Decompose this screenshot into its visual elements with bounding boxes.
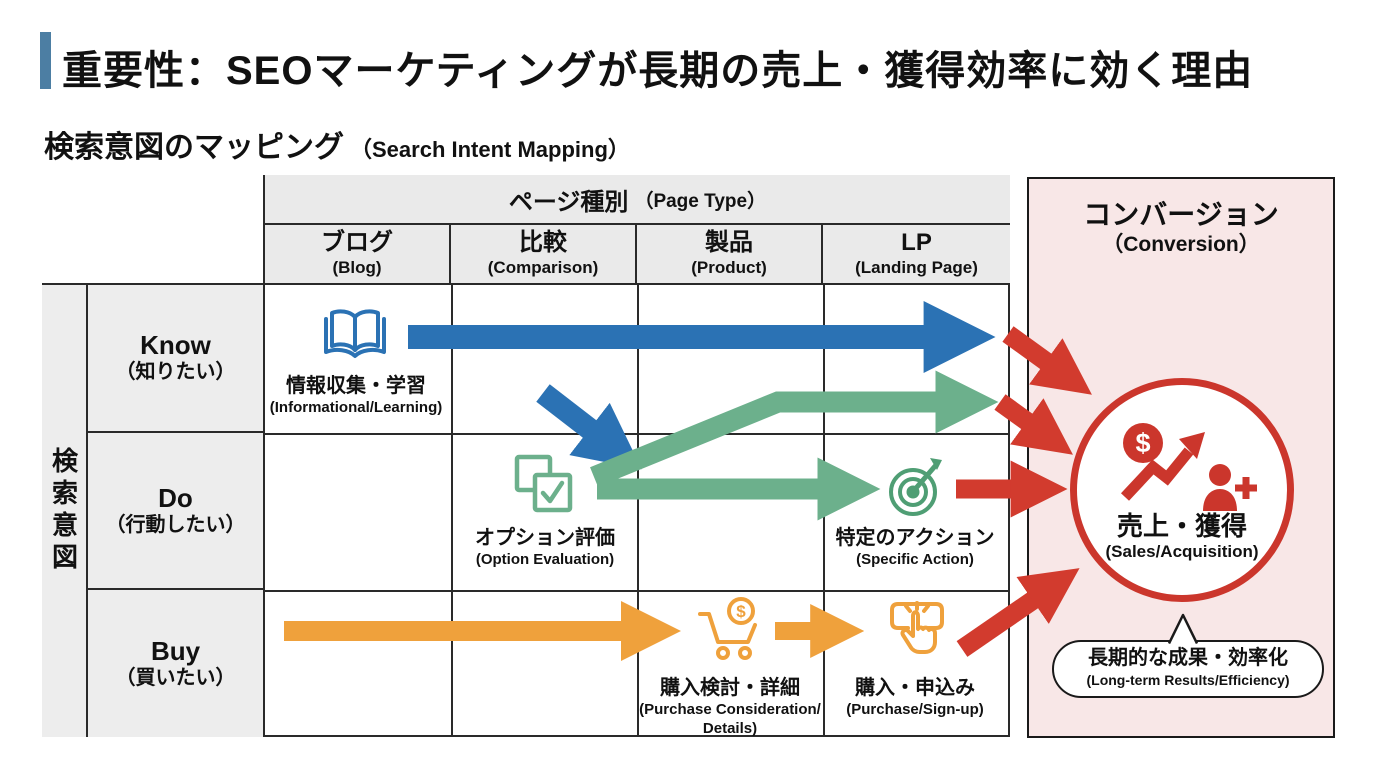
corner-cell bbox=[42, 175, 265, 285]
col-product-en: (Product) bbox=[691, 258, 767, 277]
col-blog-en: (Blog) bbox=[332, 258, 382, 277]
dollar-coin-icon bbox=[1123, 423, 1163, 463]
row-do-jp: （行動したい） bbox=[105, 513, 246, 536]
node-action-en: (Specific Action) bbox=[856, 551, 974, 568]
node-informational-jp: 情報収集・学習 bbox=[286, 375, 426, 397]
bubble-pointer bbox=[1168, 613, 1198, 644]
col-blog-jp: ブログ bbox=[321, 229, 393, 256]
conversion-title-jp: コンバージョン bbox=[1083, 199, 1279, 230]
page-type-jp: ページ種別 bbox=[508, 188, 629, 216]
node-informational: 情報収集・学習 (Informational/Learning) bbox=[246, 374, 466, 417]
node-option-jp: オプション評価 bbox=[475, 527, 615, 549]
col-comparison-en: (Comparison) bbox=[487, 258, 599, 277]
long-term-bubble-text: 長期的な成果・効率化 (Long-term Results/Efficiency… bbox=[1052, 646, 1324, 690]
node-action-jp: 特定のアクション bbox=[835, 527, 995, 549]
node-purchase-signup: 購入・申込み (Purchase/Sign-up) bbox=[820, 676, 1010, 719]
goal-jp: 売上・獲得 bbox=[1116, 511, 1247, 541]
grid-line bbox=[265, 433, 1010, 435]
section-subtitle: 検索意図のマッピング（Search Intent Mapping） bbox=[44, 122, 630, 166]
axis-cell: 検索意図 bbox=[42, 285, 88, 737]
column-header-product: 製品 (Product) bbox=[637, 225, 823, 285]
row-buy-jp: （買いたい） bbox=[115, 666, 236, 689]
bubble-en: (Long-term Results/Efficiency) bbox=[1086, 672, 1290, 688]
row-know-en: Know bbox=[140, 330, 211, 360]
trend-arrow-icon bbox=[1120, 447, 1194, 501]
axis-label-search-intent: 検索意図 bbox=[48, 447, 79, 575]
col-product-jp: 製品 bbox=[705, 229, 753, 256]
node-purchase-consideration: 購入検討・詳細 (Purchase Consideration/ Details… bbox=[620, 676, 840, 738]
node-informational-en: (Informational/Learning) bbox=[269, 399, 443, 416]
subtitle-en: （Search Intent Mapping） bbox=[350, 137, 630, 162]
row-know-jp: （知りたい） bbox=[115, 361, 236, 383]
node-option-evaluation: オプション評価 (Option Evaluation) bbox=[445, 526, 645, 569]
title-accent-bar bbox=[40, 32, 51, 89]
grid-line bbox=[823, 285, 825, 737]
node-purchase-jp: 購入・申込み bbox=[855, 677, 975, 699]
conversion-title: コンバージョン （Conversion） bbox=[1027, 198, 1335, 258]
dart-flight bbox=[930, 458, 942, 470]
node-specific-action: 特定のアクション (Specific Action) bbox=[815, 526, 1015, 569]
node-consider-en1: (Purchase Consideration/ bbox=[639, 701, 821, 718]
sales-growth-icon: $ bbox=[1120, 423, 1257, 511]
column-header-blog: ブログ (Blog) bbox=[265, 225, 451, 285]
tap-button-icon bbox=[890, 601, 944, 654]
conversion-title-en: （Conversion） bbox=[1102, 233, 1260, 256]
checkbox-icon bbox=[514, 454, 573, 513]
subtitle-jp: 検索意図のマッピング bbox=[44, 131, 344, 164]
row-header-do: Do （行動したい） bbox=[88, 433, 265, 590]
row-header-buy: Buy （買いたい） bbox=[88, 590, 265, 737]
page-type-en: （Page Type） bbox=[634, 190, 767, 212]
page-title: 重要性：SEOマーケティングが長期の売上・獲得効率に効く理由 bbox=[62, 49, 1254, 93]
open-book-icon bbox=[324, 309, 386, 358]
grid-line bbox=[265, 590, 1010, 592]
grid-line bbox=[451, 285, 453, 737]
column-header-comparison: 比較 (Comparison) bbox=[451, 225, 637, 285]
bubble-jp: 長期的な成果・効率化 bbox=[1088, 647, 1288, 669]
svg-text:$: $ bbox=[736, 602, 746, 621]
sales-acquisition-label: 売上・獲得 (Sales/Acquisition) bbox=[1077, 511, 1287, 563]
node-consider-jp: 購入検討・詳細 bbox=[660, 677, 800, 699]
grid-line bbox=[637, 285, 639, 737]
col-lp-jp: LP bbox=[901, 229, 932, 256]
row-buy-en: Buy bbox=[150, 635, 201, 666]
node-purchase-en: (Purchase/Sign-up) bbox=[846, 701, 984, 718]
goal-en: (Sales/Acquisition) bbox=[1105, 542, 1259, 561]
svg-text:$: $ bbox=[1135, 428, 1150, 458]
row-header-know: Know （知りたい） bbox=[88, 285, 265, 433]
column-group-header: ページ種別 （Page Type） bbox=[265, 175, 1010, 225]
target-icon bbox=[889, 458, 942, 516]
col-lp-en: (Landing Page) bbox=[855, 258, 978, 277]
node-option-en: (Option Evaluation) bbox=[475, 551, 615, 568]
node-consider-en2: Details) bbox=[702, 720, 758, 737]
column-header-lp: LP (Landing Page) bbox=[823, 225, 1010, 285]
col-comparison-jp: 比較 bbox=[519, 229, 567, 256]
cart-dollar-icon: $ bbox=[698, 597, 757, 660]
person-add-icon bbox=[1209, 464, 1231, 486]
sales-acquisition-circle: $ 売上・獲得 (Sales/Acquisition) bbox=[1070, 378, 1294, 602]
row-do-en: Do bbox=[158, 482, 193, 513]
long-term-bubble bbox=[1052, 640, 1324, 698]
